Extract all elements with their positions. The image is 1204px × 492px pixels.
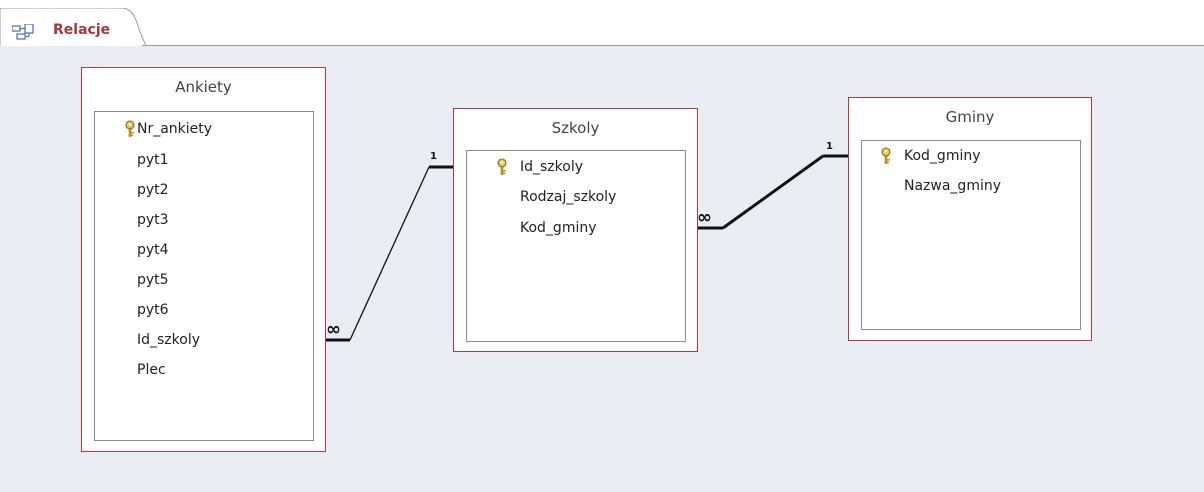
tab-relacje[interactable]: Relacje [0, 8, 146, 46]
field-row[interactable]: Plec [137, 362, 166, 378]
field-row[interactable]: pyt5 [137, 272, 169, 288]
relationship-szkoly-gminy[interactable]: ∞ 1 [697, 141, 849, 230]
table-title: Ankiety [175, 78, 232, 96]
primary-key-icon [497, 158, 507, 175]
tab-shape [0, 8, 146, 46]
tab-label: Relacje [53, 22, 111, 38]
field-row[interactable]: pyt6 [137, 302, 169, 318]
field-row[interactable]: pyt1 [137, 152, 169, 168]
table-gminy[interactable]: Gminy Kod_gminy Nazwa_gminy [848, 97, 1092, 341]
table-ankiety[interactable]: Ankiety Nr_ankiety pyt1 pyt2 pyt3 pyt4 p… [81, 67, 326, 452]
field-list[interactable]: Id_szkoly Rodzaj_szkoly Kod_gminy [466, 150, 686, 342]
field-row[interactable]: Kod_gminy [904, 148, 981, 164]
tab-divider [142, 45, 1204, 46]
table-title: Szkoly [551, 119, 600, 137]
relationship-lines: ∞ 1 ∞ 1 [325, 141, 849, 342]
relationship-ankiety-szkoly[interactable]: ∞ 1 [325, 151, 453, 342]
document-tab-bar: Relacje [0, 0, 1204, 46]
field-row[interactable]: pyt3 [137, 212, 169, 228]
relationships-icon [12, 24, 34, 40]
many-label: ∞ [697, 207, 712, 228]
field-row[interactable]: Nr_ankiety [137, 121, 213, 137]
primary-key-icon [125, 120, 135, 137]
table-title: Gminy [945, 108, 995, 126]
field-row[interactable]: Id_szkoly [520, 159, 584, 175]
relationship-line [349, 166, 430, 341]
table-szkoly[interactable]: Szkoly Id_szkoly Rodzaj_szkoly Kod_gminy [453, 108, 698, 352]
field-row[interactable]: pyt2 [137, 182, 169, 198]
field-row[interactable]: pyt4 [137, 242, 169, 258]
one-label: 1 [826, 141, 833, 152]
field-row[interactable]: Kod_gminy [520, 220, 597, 236]
field-row[interactable]: Id_szkoly [137, 332, 201, 348]
field-row[interactable]: Rodzaj_szkoly [520, 189, 617, 205]
field-list[interactable]: Nr_ankiety pyt1 pyt2 pyt3 pyt4 pyt5 pyt6… [94, 111, 314, 441]
primary-key-icon [881, 147, 891, 164]
relationships-canvas[interactable]: ∞ 1 ∞ 1 Ankiety Nr_ankiety pyt1 pyt2 pyt… [0, 46, 1204, 492]
field-row[interactable]: Nazwa_gminy [904, 178, 1002, 194]
relationship-line [722, 154, 824, 230]
many-label: ∞ [326, 319, 341, 340]
one-label: 1 [430, 151, 437, 162]
field-list[interactable]: Kod_gminy Nazwa_gminy [861, 140, 1081, 330]
